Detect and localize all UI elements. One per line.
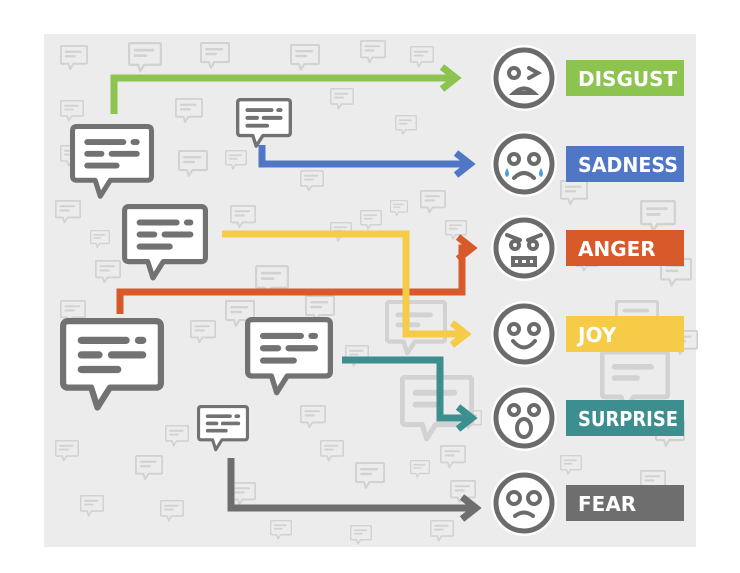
emotion-label-tag: [566, 60, 684, 96]
anger-connector-line: [116, 244, 472, 314]
surprise-connector-line: [342, 356, 472, 422]
emotion-joy: JOY: [491, 301, 684, 367]
emotion-label: ANGER: [578, 237, 656, 261]
emotion-label: DISGUST: [578, 67, 678, 91]
fear-connector-line: [227, 458, 476, 512]
emotion-label: SURPRISE: [578, 407, 678, 431]
joy-connector-line: [222, 230, 466, 338]
surprise-arrow-head: [455, 404, 478, 432]
anger-arrow-head: [455, 234, 478, 262]
emotion-label-tag: [566, 316, 684, 352]
emotion-label-tag: [566, 230, 684, 266]
sad-face-icon: [491, 131, 557, 197]
emotion-sadness: SADNESS: [491, 131, 684, 197]
angry-face-icon: [491, 215, 557, 281]
connector-arrows: [110, 64, 482, 522]
emotion-disgust: DISGUST: [491, 45, 684, 111]
emotion-surprise: SURPRISE: [491, 385, 684, 451]
emotion-label: FEAR: [578, 492, 636, 516]
fear-arrow-head: [459, 494, 482, 522]
emotion-label-tag: [566, 485, 684, 521]
emotion-label-tag: [566, 400, 684, 436]
emotion-label-tag: [566, 146, 684, 182]
surprise-face-icon: [491, 385, 557, 451]
emotion-label: JOY: [576, 323, 617, 347]
disgust-face-icon: [491, 45, 557, 111]
joy-face-icon: [491, 301, 557, 367]
emotion-anger: ANGER: [491, 215, 684, 281]
emotion-fear: FEAR: [491, 470, 684, 536]
emotion-label: SADNESS: [578, 153, 678, 177]
sadness-arrow-head: [453, 150, 476, 178]
sadness-connector-line: [258, 145, 470, 168]
disgust-arrow-head: [439, 64, 462, 92]
fear-face-icon: [491, 470, 557, 536]
joy-arrow-head: [449, 320, 472, 348]
emotion-list: DISGUST SADNESS ANGER JOY SURPRISE FEAR: [491, 45, 684, 536]
disgust-connector-line: [110, 74, 456, 114]
